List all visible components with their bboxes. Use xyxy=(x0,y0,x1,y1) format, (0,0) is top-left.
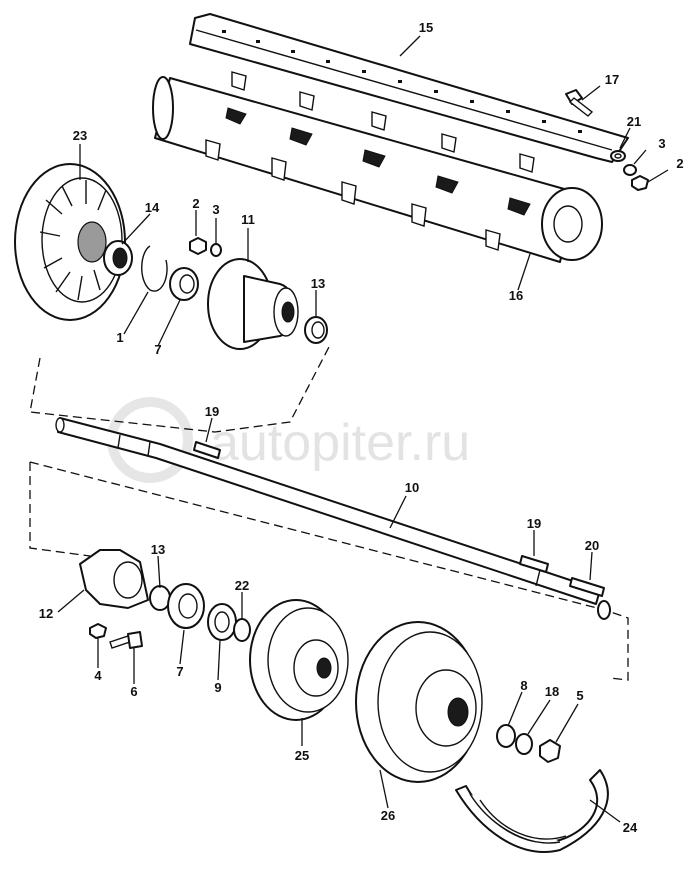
part-14-bearing-ring xyxy=(103,240,133,276)
callout-2-upper: 2 xyxy=(192,196,199,211)
part-11-flanged-hub xyxy=(207,258,299,350)
part-16-drum xyxy=(152,71,603,263)
part-9-washer xyxy=(207,603,237,641)
part-2-nut-right xyxy=(631,175,649,191)
callout-15: 15 xyxy=(419,20,433,35)
part-3-washer-right xyxy=(623,164,637,176)
part-25-pulley xyxy=(249,599,349,721)
part-13-bushing-upper xyxy=(304,316,328,344)
part-24-belt xyxy=(455,769,609,853)
part-18-washer-lower xyxy=(515,733,533,755)
callout-4: 4 xyxy=(94,668,102,683)
callout-12: 12 xyxy=(39,606,53,621)
callouts: 15 17 21 3 2 23 14 2 3 11 13 1 7 16 19 1… xyxy=(39,20,684,835)
part-8-washer-lower xyxy=(496,724,516,748)
assembly-outline-lower xyxy=(29,461,629,681)
callout-18: 18 xyxy=(545,684,559,699)
part-13-bushing-lower xyxy=(149,585,171,611)
callout-8: 8 xyxy=(520,678,527,693)
part-15-top-bar xyxy=(189,13,629,163)
part-23-spoked-disc xyxy=(14,163,126,321)
callout-13-lower: 13 xyxy=(151,542,165,557)
callout-3-right: 3 xyxy=(658,136,665,151)
callout-19-upper: 19 xyxy=(205,404,219,419)
callout-2-right: 2 xyxy=(676,156,683,171)
part-17-bolt xyxy=(565,89,594,117)
callout-11: 11 xyxy=(241,212,255,227)
callout-22: 22 xyxy=(235,578,249,593)
callout-9: 9 xyxy=(214,680,221,695)
part-6-bolt-lower xyxy=(109,631,143,649)
callout-7-upper: 7 xyxy=(154,342,161,357)
part-3-washer-upper xyxy=(210,243,222,257)
callout-19-lower: 19 xyxy=(527,516,541,531)
callout-6: 6 xyxy=(130,684,137,699)
watermark: autopiter.ru xyxy=(107,397,470,483)
callout-21: 21 xyxy=(627,114,641,129)
leader-lines xyxy=(57,35,669,823)
callout-23: 23 xyxy=(73,128,87,143)
assembly-outline-upper xyxy=(29,344,331,433)
callout-17: 17 xyxy=(605,72,619,87)
part-21-washer xyxy=(610,150,626,162)
callout-16: 16 xyxy=(509,288,523,303)
callout-3-upper: 3 xyxy=(212,202,219,217)
part-4-nut-lower xyxy=(89,623,107,639)
callout-1: 1 xyxy=(116,330,123,345)
callout-26: 26 xyxy=(381,808,395,823)
callout-20: 20 xyxy=(585,538,599,553)
callout-7-lower: 7 xyxy=(176,664,183,679)
watermark-text: autopiter.ru xyxy=(210,414,470,472)
part-12-bearing-housing xyxy=(79,549,149,609)
part-19-key-upper xyxy=(193,441,221,459)
part-5-nut-lower xyxy=(539,739,561,763)
part-22-washer xyxy=(233,618,251,642)
callout-14: 14 xyxy=(145,200,160,215)
part-20-key xyxy=(569,577,605,597)
callout-10: 10 xyxy=(405,480,419,495)
callout-13-upper: 13 xyxy=(311,276,325,291)
part-19-key-lower xyxy=(519,555,549,573)
part-7-bearing-upper xyxy=(169,267,199,301)
part-26-large-pulley xyxy=(355,621,483,783)
callout-24: 24 xyxy=(623,820,638,835)
part-1-circlip xyxy=(141,245,168,292)
part-7-bearing-lower xyxy=(167,583,205,629)
callout-5: 5 xyxy=(576,688,583,703)
callout-25: 25 xyxy=(295,748,309,763)
part-2-nut-upper xyxy=(189,237,207,255)
part-10-shaft xyxy=(55,417,611,620)
